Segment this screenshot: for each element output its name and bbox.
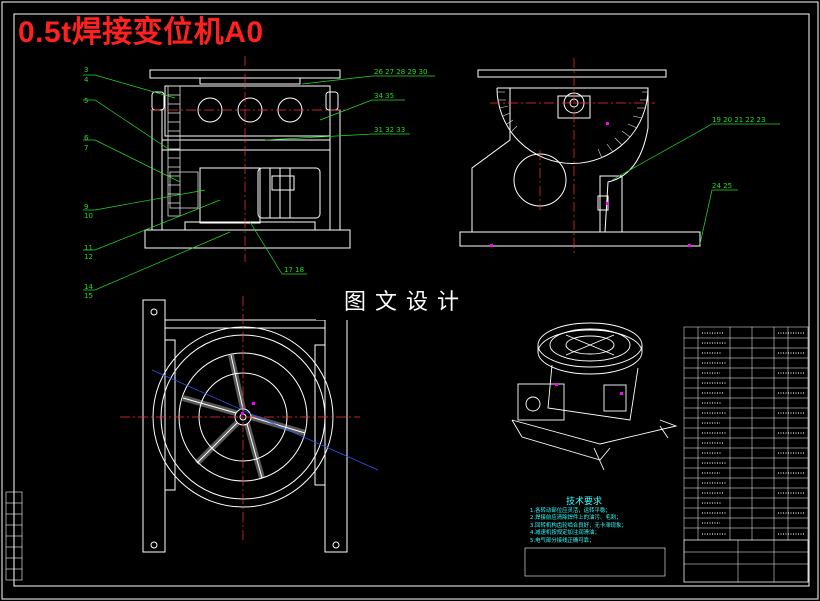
front-view-leaders [83,74,435,291]
balloon-label: 26 27 28 29 30 [374,68,427,76]
side-view-leaders [611,123,780,245]
left-margin-table [5,491,23,581]
balloon-label: 19 20 21 22 23 [712,116,765,124]
front-view-balloons: 3 4 5 6 7 9 10 11 12 14 15 26 27 28 29 3… [84,66,427,300]
side-view-accents [490,122,691,247]
balloon-label: 11 [84,244,93,252]
balloon-label: 10 [84,212,93,220]
top-view-centerlines [120,296,360,540]
balloon-label: 24 25 [712,182,732,190]
tech-note: 1.各转动部位应灵活，运转平稳； [530,508,611,514]
balloon-label: 31 32 33 [374,126,405,134]
watermark: 图文设计 [316,286,496,320]
top-view [142,299,348,553]
isometric-view [511,322,678,471]
front-view-centerlines [150,56,345,262]
tech-note: 3.回转机构齿轮啮合良好，无卡滞现象； [530,522,627,529]
front-view [144,69,351,249]
isometric-accents [555,383,623,395]
tech-note: 4.减速机按规定加注润滑油； [530,530,600,537]
balloon-label: 5 [84,97,88,105]
bom-table [683,326,809,583]
top-view-section-line [151,369,379,471]
balloon-label: 4 [84,76,89,84]
front-view-gear-rack [167,85,199,217]
balloon-label: 34 35 [374,92,394,100]
balloon-label: 15 [84,292,93,300]
misc-part [524,547,666,577]
tech-note: 5.电气部分接线正确可靠； [530,537,595,544]
side-view-balloons: 19 20 21 22 23 24 25 [712,116,765,190]
balloon-label: 7 [84,144,88,152]
top-view-accents [241,402,255,415]
side-view [459,69,701,247]
tech-note: 2.焊接前应清除焊件上的油污、毛刺； [530,515,622,522]
balloon-label: 17 18 [284,266,304,274]
tech-requirements-title: 技术要求 [566,497,603,507]
balloon-label: 14 [84,283,93,291]
drawing-title: 0.5t焊接变位机A0 [18,16,264,49]
title-block [683,539,809,583]
bom-cell-text [702,332,804,535]
balloon-label: 9 [84,203,88,211]
balloon-label: 6 [84,134,89,142]
side-view-gear-teeth [497,91,648,159]
side-view-centerlines [490,58,655,255]
balloon-label: 3 [84,66,88,74]
tech-requirements-list: 1.各转动部位应灵活，运转平稳； 2.焊接前应清除焊件上的油污、毛刺； 3.回转… [530,508,680,545]
balloon-label: 12 [84,253,93,261]
